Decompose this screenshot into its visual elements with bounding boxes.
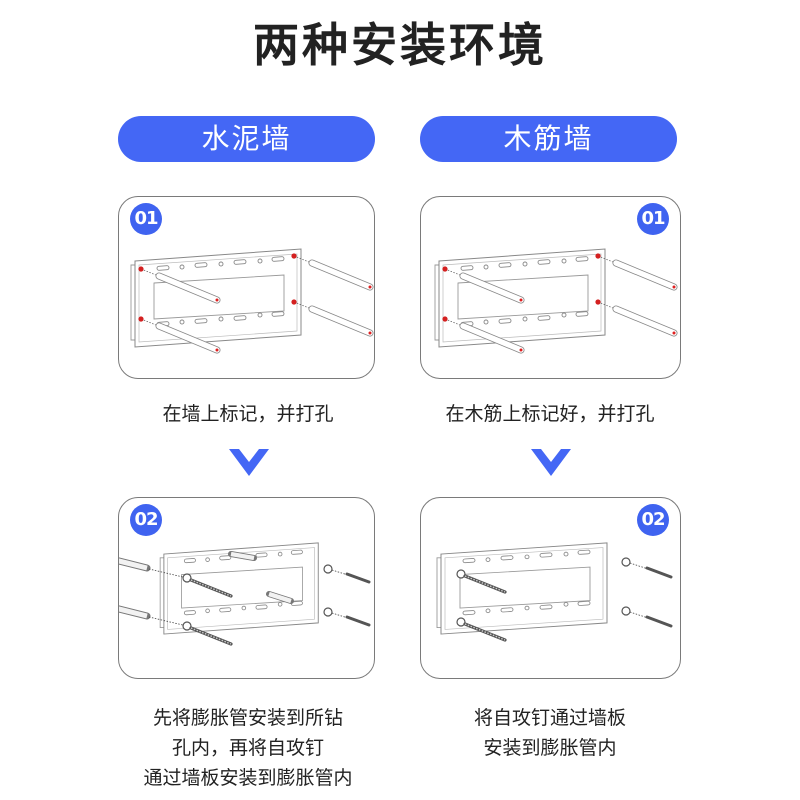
step-caption-concrete-1: 在墙上标记，并打孔	[162, 403, 334, 425]
wall-plate-drill-illustration	[130, 248, 375, 379]
tab-concrete-wall: 水泥墙	[118, 116, 375, 162]
step-caption-concrete-2-line-3: 通过墙板安装到膨胀管内	[143, 767, 353, 789]
step-panel-concrete-2: 02	[118, 497, 375, 679]
tab-wood-stud-wall: 木筋墙	[420, 116, 677, 162]
step-caption-concrete-2-line-2: 孔内，再将自攻钉	[171, 737, 324, 759]
step-panel-wood-2: 02	[420, 497, 681, 679]
step-badge: 02	[637, 504, 669, 536]
step-panel-wood-1: 01	[420, 196, 681, 379]
page-title: 两种安装环境	[253, 18, 547, 72]
step-caption-wood-2-line-2: 安装到膨胀管内	[483, 737, 617, 759]
chevron-down-icon	[531, 449, 571, 476]
step-caption-concrete-2-line-1: 先将膨胀管安装到所钻	[152, 707, 343, 729]
wall-plate-screw-illustration	[436, 542, 673, 642]
step-caption-wood-2-line-1: 将自攻钉通过墙板	[473, 707, 626, 729]
wall-plate-drill-illustration	[434, 248, 681, 379]
step-caption-wood-1: 在木筋上标记好，并打孔	[445, 403, 655, 425]
step-badge: 01	[637, 203, 669, 235]
chevron-down-icon	[229, 449, 269, 476]
step-panel-concrete-1: 01	[118, 196, 375, 379]
step-badge: 01	[130, 203, 162, 235]
step-badge: 02	[130, 504, 162, 536]
wall-plate-screw-illustration	[119, 542, 371, 646]
